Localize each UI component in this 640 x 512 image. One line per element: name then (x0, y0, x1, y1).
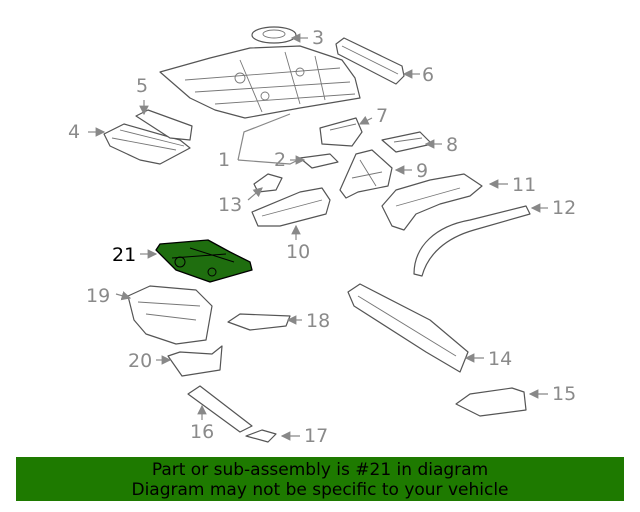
part-3-plug (251, 26, 297, 44)
callout-2: 2 (274, 149, 286, 171)
part-13-bracket (253, 173, 283, 193)
callout-14: 14 (488, 348, 512, 370)
part-19-tray (127, 285, 213, 345)
info-banner: Part or sub-assembly is #21 in diagram D… (16, 457, 624, 501)
callout-labels: 1 2 3 4 5 6 7 8 9 10 11 12 13 14 15 16 1… (68, 27, 576, 447)
banner-line-1: Part or sub-assembly is #21 in diagram (151, 460, 489, 480)
callout-5: 5 (136, 75, 148, 97)
leader-lines (88, 33, 548, 441)
callout-10: 10 (286, 241, 310, 263)
part-11-wheelhouse (381, 173, 483, 231)
callout-1: 1 (218, 149, 230, 171)
banner-line-2: Diagram may not be specific to your vehi… (131, 480, 509, 500)
callout-20: 20 (128, 350, 152, 372)
callout-19: 19 (86, 285, 110, 307)
part-12-arch (413, 205, 531, 277)
part-10-sill (251, 187, 331, 227)
callout-16: 16 (190, 421, 214, 443)
part-2-bracket (299, 153, 339, 169)
part-15-bracket (455, 387, 527, 417)
part-16-plate (187, 385, 253, 433)
callout-21[interactable]: 21 (112, 244, 136, 266)
callout-12: 12 (552, 197, 576, 219)
part-9-pillar (339, 149, 393, 199)
callout-11: 11 (512, 174, 536, 196)
callout-17: 17 (304, 425, 328, 447)
callout-3: 3 (312, 27, 324, 49)
part-floor-pan (159, 45, 361, 119)
callout-6: 6 (422, 64, 434, 86)
part-18-bracket (227, 313, 291, 331)
callout-13: 13 (218, 194, 242, 216)
part-17-clip (245, 429, 277, 443)
callout-7: 7 (376, 105, 388, 127)
part-7-bracket (319, 117, 363, 147)
part-4-5-crossmember (103, 109, 193, 165)
part-14-rail (347, 283, 469, 373)
parts-diagram: 1 2 3 4 5 6 7 8 9 10 11 12 13 14 15 16 1… (68, 26, 576, 447)
callout-4: 4 (68, 121, 80, 143)
part-21-highlighted[interactable] (155, 239, 253, 283)
callout-15: 15 (552, 383, 576, 405)
callout-18: 18 (306, 310, 330, 332)
part-8-bracket (381, 131, 433, 153)
callout-9: 9 (416, 160, 428, 182)
part-20-bracket (167, 345, 223, 377)
callout-8: 8 (446, 134, 458, 156)
